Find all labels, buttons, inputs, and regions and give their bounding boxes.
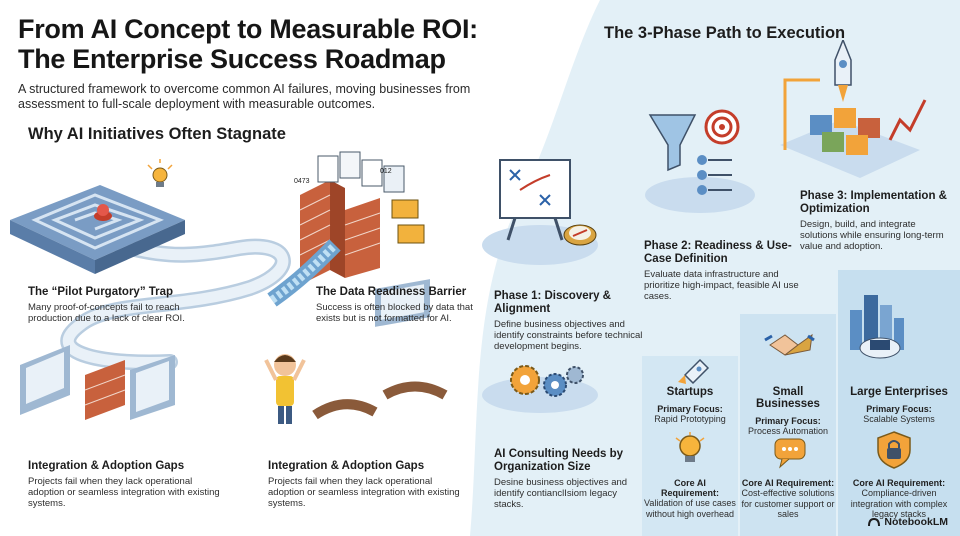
integration-gaps-title-1: Integration & Adoption Gaps: [28, 460, 185, 472]
org-small-business-req-text: Cost-effective solutions for customer su…: [741, 488, 835, 519]
gears-icon: [482, 365, 598, 413]
org-startups: Startups Primary Focus: Rapid Prototypin…: [644, 386, 736, 425]
integration-gaps-title-2: Integration & Adoption Gaps: [268, 460, 425, 472]
lightbulb-icon: [147, 159, 173, 187]
org-large-enterprises-name: Large Enterprises: [850, 386, 948, 398]
org-startups-req: Core AI Requirement: Validation of use c…: [644, 478, 736, 519]
integration-gaps-desc-1: Projects fail when they lack operational…: [28, 476, 220, 509]
org-startups-focus-label: Primary Focus:: [657, 404, 723, 414]
consulting-needs-title: AI Consulting Needs by Organization Size: [494, 448, 624, 473]
title-line-1: From AI Concept to Measurable ROI:: [18, 14, 478, 44]
data-readiness-title: The Data Readiness Barrier: [316, 286, 467, 298]
doc-label-0473: 0473: [294, 178, 310, 185]
doc-label-012: 012: [380, 168, 392, 175]
notebooklm-logo: NotebookLM: [868, 516, 948, 528]
org-startups-focus: Rapid Prototyping: [654, 414, 726, 424]
integration-gaps-block-2: Integration & Adoption Gaps Projects fai…: [268, 460, 468, 509]
city-cloud-icon: [850, 295, 904, 359]
right-section-heading: The 3-Phase Path to Execution: [604, 24, 846, 42]
phase-1-desc: Define business objectives and identify …: [494, 319, 643, 352]
org-startups-name: Startups: [666, 386, 714, 398]
rocket-icon: [678, 358, 710, 385]
org-small-business-focus-label: Primary Focus:: [755, 416, 821, 426]
pilot-purgatory-title: The “Pilot Purgatory” Trap: [28, 286, 174, 298]
org-large-enterprises-focus-label: Primary Focus:: [866, 404, 932, 414]
handshake-icon: [764, 333, 815, 356]
org-large-enterprises-focus: Scalable Systems: [863, 414, 935, 424]
pilot-purgatory-block: The “Pilot Purgatory” Trap Many proof-of…: [28, 286, 198, 324]
maze-illustration: [10, 185, 185, 274]
phase-2-desc: Evaluate data infrastructure and priorit…: [644, 269, 799, 302]
org-startups-req-text: Validation of use cases without high ove…: [644, 498, 736, 519]
security-lock-icon: [877, 431, 911, 469]
data-readiness-block: The Data Readiness Barrier Success is of…: [316, 286, 476, 324]
confused-person-illustration: [264, 354, 306, 424]
compass-icon: [563, 224, 597, 246]
rocket-construction-icon: [780, 40, 927, 178]
data-readiness-desc: Success is often blocked by data that ex…: [316, 302, 473, 324]
org-small-business: Small Businesses Primary Focus: Process …: [741, 386, 835, 437]
phase-2-block: Phase 2: Readiness & Use-Case Definition…: [644, 240, 804, 302]
funnel-target-icon: [645, 109, 755, 213]
phase-3-desc: Design, build, and integrate solutions w…: [800, 219, 944, 252]
org-large-enterprises: Large Enterprises Primary Focus: Scalabl…: [840, 386, 958, 425]
org-small-business-req: Core AI Requirement: Cost-effective solu…: [741, 478, 835, 520]
broken-bridge-illustration: [312, 279, 448, 420]
page-title: From AI Concept to Measurable ROI: The E…: [18, 14, 558, 74]
integration-gaps-block-1: Integration & Adoption Gaps Projects fai…: [28, 460, 228, 509]
phase-2-title: Phase 2: Readiness & Use-Case Definition: [644, 240, 792, 265]
phase-illustrations: [482, 40, 927, 413]
phase-3-title: Phase 3: Implementation & Optimization: [800, 190, 947, 215]
title-line-2: The Enterprise Success Roadmap: [18, 44, 446, 74]
phase-3-block: Phase 3: Implementation & Optimization D…: [800, 190, 950, 252]
org-small-business-focus: Process Automation: [747, 426, 829, 436]
org-small-business-req-label: Core AI Requirement:: [741, 478, 835, 488]
phase-1-title: Phase 1: Discovery & Alignment: [494, 290, 611, 315]
org-startups-req-label: Core AI Requirement:: [660, 478, 719, 498]
idea-bulb-icon: [675, 432, 705, 462]
notebooklm-icon: [868, 517, 881, 527]
brick-wall-data-barrier: [267, 151, 425, 307]
org-small-business-name: Small Businesses: [756, 386, 820, 410]
org-large-enterprises-req-text: Compliance-driven integration with compl…: [850, 488, 948, 519]
integration-gaps-desc-2: Projects fail when they lack operational…: [268, 476, 460, 509]
integration-wall-illustration: [20, 345, 175, 420]
notebooklm-brand: NotebookLM: [884, 516, 948, 528]
pilot-purgatory-desc: Many proof-of-concepts fail to reach pro…: [28, 302, 185, 324]
org-large-enterprises-req-label: Core AI Requirement:: [852, 478, 946, 488]
chat-bubble-icon: [774, 438, 806, 469]
strategy-board-icon: [482, 159, 598, 265]
left-illustrations: 0473 012: [10, 151, 448, 424]
left-section-heading: Why AI Initiatives Often Stagnate: [28, 125, 286, 143]
org-large-enterprises-req: Core AI Requirement: Compliance-driven i…: [840, 478, 958, 520]
page-subtitle: A structured framework to overcome commo…: [18, 82, 471, 111]
consulting-needs-desc: Desine business objectives and identify …: [494, 477, 628, 510]
phase-1-block: Phase 1: Discovery & Alignment Define bu…: [494, 290, 654, 352]
consulting-needs-block: AI Consulting Needs by Organization Size…: [494, 448, 644, 510]
winding-path-top: [62, 239, 289, 368]
